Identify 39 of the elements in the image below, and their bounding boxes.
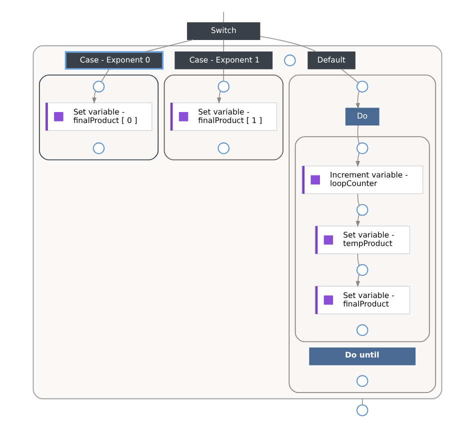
connector: [222, 68, 224, 82]
node-circle: [217, 142, 229, 154]
node-box: Default: [307, 52, 355, 70]
connector: [356, 124, 360, 144]
cluster: [288, 74, 436, 394]
node-box: Do until: [308, 348, 416, 366]
node-circle: [356, 375, 368, 387]
connector: [100, 68, 110, 82]
node-circle: [356, 80, 368, 92]
connector: [144, 39, 194, 52]
arrow: [92, 90, 96, 104]
connector: [222, 39, 224, 52]
arrow: [355, 90, 360, 110]
node-circle: [356, 324, 368, 336]
connector: [340, 68, 358, 84]
node-circle: [92, 142, 104, 154]
cluster: [32, 45, 442, 400]
node-circle: [92, 80, 104, 92]
node-box: Case - Exponent 0: [64, 51, 163, 70]
node-circle: [217, 80, 229, 92]
connector: [356, 194, 359, 206]
node-circle: [356, 204, 368, 216]
node-box: Case - Exponent 1: [174, 52, 272, 70]
node-circle: [356, 142, 368, 154]
arrow: [355, 274, 360, 288]
arrow: [216, 90, 221, 104]
connector: [222, 12, 224, 23]
arrow: [355, 214, 360, 228]
node-box: Switch: [186, 22, 260, 40]
node-circle: [356, 404, 368, 416]
connector: [356, 254, 359, 266]
node-circle: [284, 54, 296, 66]
arrow: [355, 152, 360, 168]
node-box: Do: [344, 108, 379, 126]
cluster: [38, 74, 158, 160]
node-circle: [356, 264, 368, 276]
cluster: [294, 136, 430, 342]
connector: [259, 36, 316, 52]
cluster: [163, 74, 283, 160]
